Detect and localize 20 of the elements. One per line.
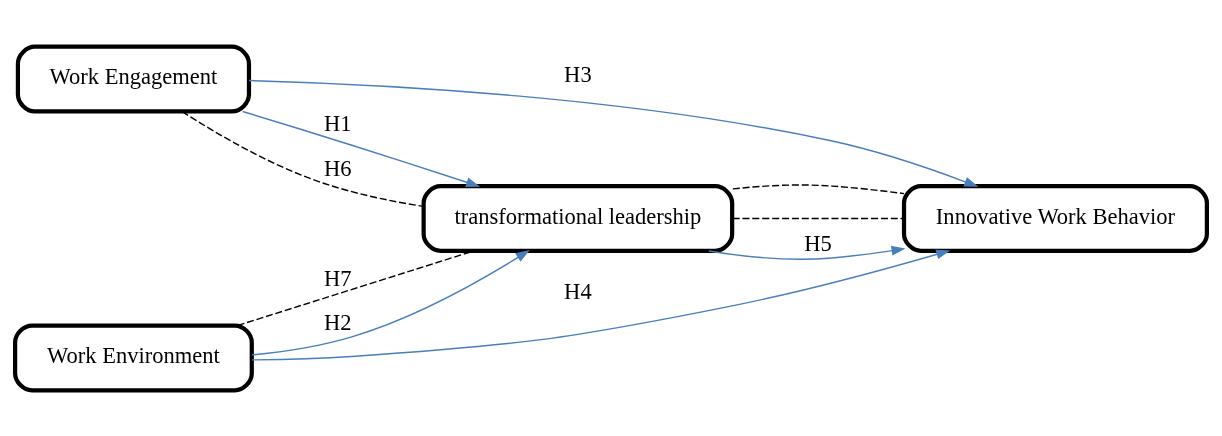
arrow [248, 79, 979, 187]
edge-label: H6 [323, 155, 352, 181]
edge-label: H5 [804, 230, 832, 256]
edge-label: H4 [564, 278, 592, 304]
connector [181, 110, 424, 207]
edge-label: H3 [564, 61, 592, 87]
connector [732, 183, 905, 194]
node-box: Work Engagement [15, 44, 252, 114]
connector [237, 249, 475, 326]
arrow [241, 110, 481, 187]
edge-label: H1 [323, 110, 352, 136]
edge-label: H2 [323, 309, 352, 335]
node-box: Work Environment [13, 322, 254, 392]
edge-label: H7 [323, 265, 352, 291]
arrow [251, 249, 530, 356]
node-box: Innovative Work Behavior [901, 183, 1209, 253]
arrow [708, 245, 906, 260]
arrow [251, 249, 951, 361]
node-box: transformational leadership [421, 183, 735, 253]
connector [732, 217, 905, 219]
